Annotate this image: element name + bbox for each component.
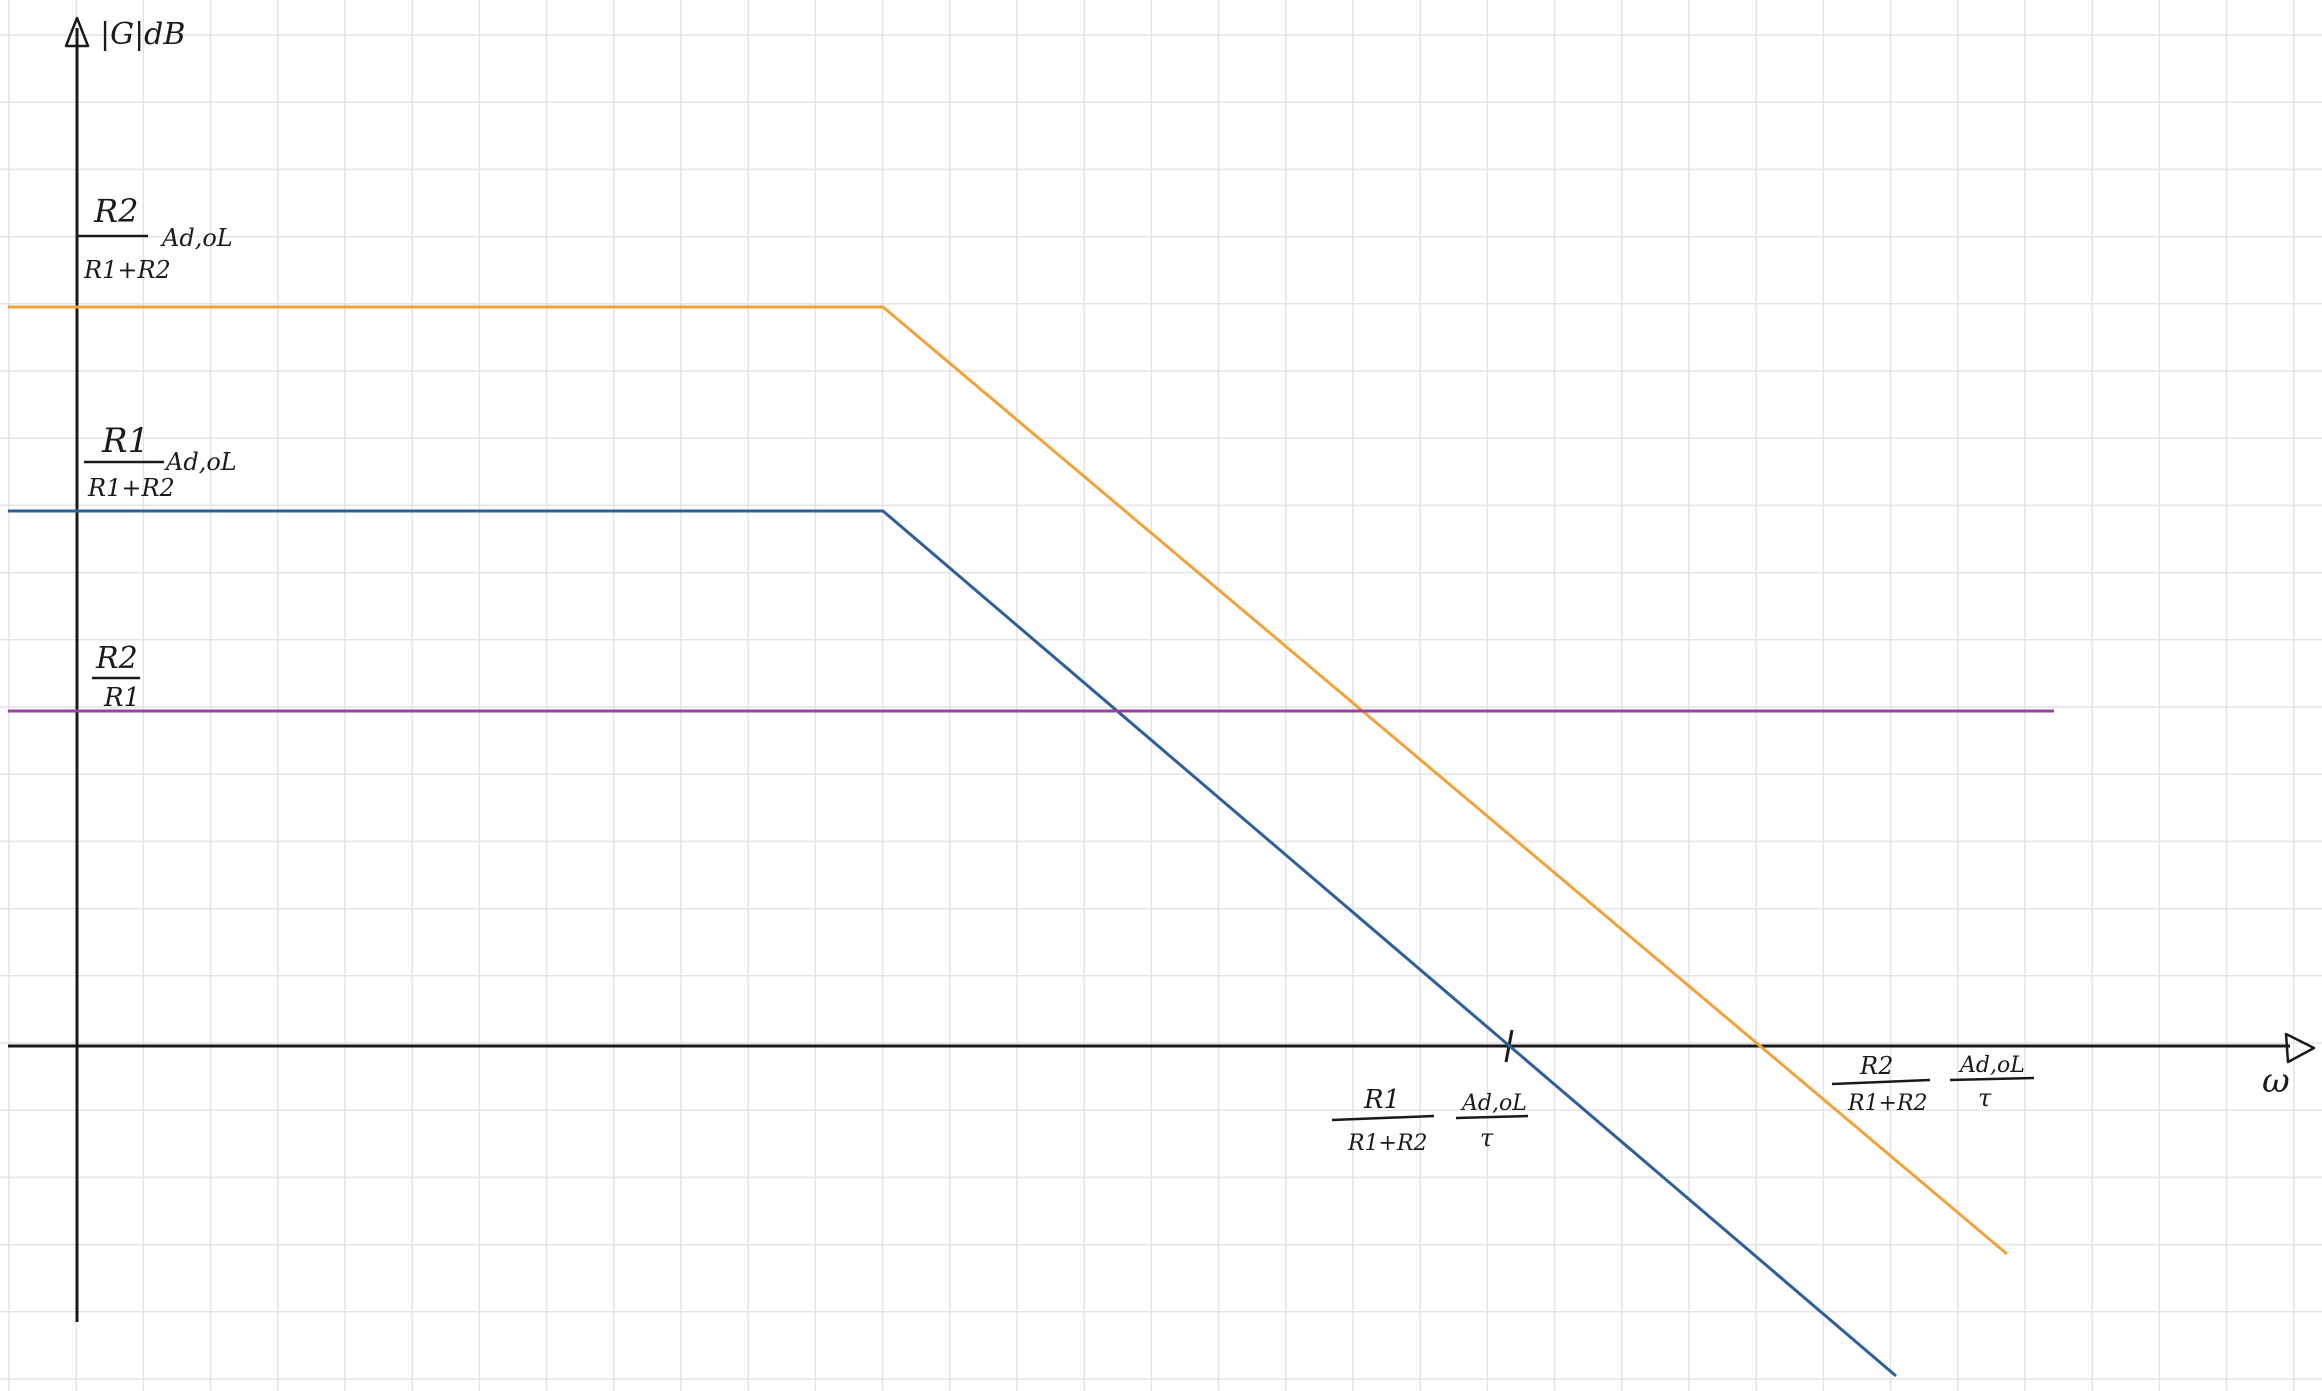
blue-crossover-label: R1 R1+R2 Ad,oL τ [1331,1085,1529,1156]
blue-crossover-f2-denominator: τ [1480,1124,1494,1152]
orange-level-numerator: R2 [93,192,138,230]
blue-loop-gain-curve [8,509,1897,1378]
orange-level-suffix: Ad,oL [160,224,233,252]
orange-loop-gain-curve [8,305,2008,1256]
blue-crossover-f2-numerator: Ad,oL [1460,1091,1527,1116]
orange-crossover-f1-denominator: R1+R2 [1847,1091,1928,1116]
purple-level-numerator: R2 [95,641,138,676]
blue-level-numerator: R1 [101,421,149,461]
x-axis-label: ω [2262,1061,2290,1101]
blue-crossover-f2-bar [1455,1114,1529,1120]
orange-crossover-label: R2 R1+R2 Ad,oL τ [1831,1052,2035,1116]
blue-crossover-f1-numerator: R1 [1363,1085,1400,1115]
purple-level-denominator: R1 [103,683,140,713]
orange-crossover-f1-numerator: R2 [1859,1052,1893,1080]
x-axis-arrow-icon [2284,1032,2316,1064]
orange-crossover-f2-numerator: Ad,oL [1958,1053,2025,1078]
blue-level-suffix: Ad,oL [164,448,237,476]
orange-level-denominator: R1+R2 [83,256,171,284]
orange-level-label: R2 R1+R2 Ad,oL [78,192,233,284]
y-axis-label: |G|dB [100,17,185,52]
blue-level-label: R1 R1+R2 Ad,oL [84,421,237,502]
orange-crossover-f1-bar [1831,1078,1931,1086]
orange-crossover-f2-bar [1949,1076,2035,1082]
y-axis-arrow-icon [64,16,90,48]
blue-crossover-f1-bar [1331,1114,1435,1122]
blue-level-denominator: R1+R2 [87,474,175,502]
blue-crossover-f1-denominator: R1+R2 [1347,1131,1428,1156]
purple-level-label: R2 R1 [92,641,140,713]
orange-crossover-f2-denominator: τ [1978,1084,1992,1112]
